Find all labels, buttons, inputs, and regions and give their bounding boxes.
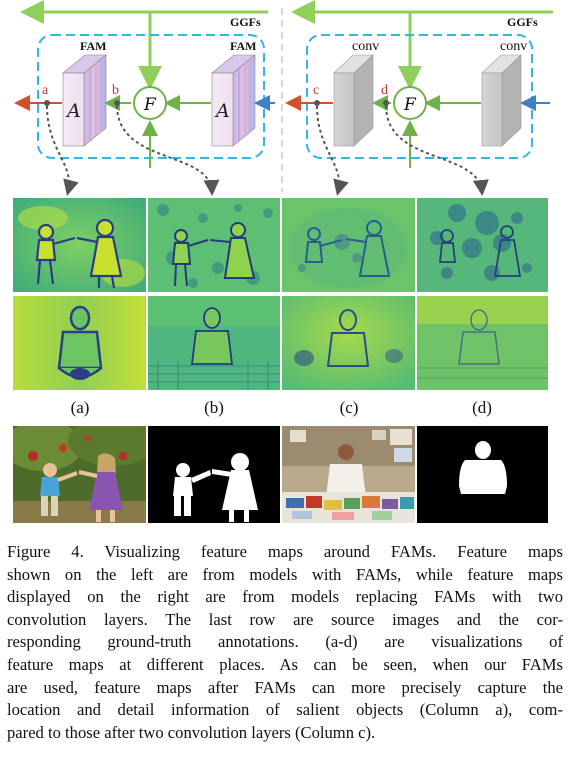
- caption-line-6: feature maps at different places. As can…: [7, 654, 563, 674]
- fam-label-1: FAM: [80, 39, 106, 53]
- ground-truth-man: [417, 426, 548, 523]
- label-a: a: [42, 83, 49, 98]
- feature-map-a-row2: [13, 296, 146, 390]
- caption-line-4: convolution layers. The last row are sou…: [7, 609, 563, 629]
- fuse-symbol-left: F: [143, 95, 157, 115]
- label-d: d: [381, 83, 388, 98]
- architecture-diagram: GGFs A FAM A FAM F a b GGFs: [14, 0, 553, 196]
- caption-line-8: location and detail information of salie…: [7, 700, 563, 720]
- fuse-symbol-right: F: [403, 95, 417, 115]
- conv-label-1: conv: [352, 39, 379, 54]
- fam-block-2: A: [211, 54, 256, 147]
- figure-caption: Figure 4. Visualizing feature maps aroun…: [7, 541, 563, 744]
- caption-line-9: pared to those after two convolution lay…: [7, 722, 376, 742]
- conv-block-1: [333, 54, 374, 147]
- feature-map-d-row1: [417, 198, 548, 292]
- feature-map-a-row1: [13, 198, 146, 292]
- column-label-b: (b): [204, 398, 224, 417]
- ground-truth-children: [148, 426, 280, 523]
- source-photo-children: [13, 426, 146, 523]
- feature-map-b-row1: [148, 198, 280, 292]
- pointer-a: [46, 105, 79, 196]
- column-label-c: (c): [339, 398, 359, 417]
- source-photo-man: [282, 426, 415, 523]
- caption-line-3: displayed on the right are from models r…: [7, 587, 563, 607]
- agg-symbol-1: A: [65, 100, 81, 122]
- ggfs-label-left: GGFs: [230, 15, 261, 29]
- fuse-node-right: [393, 86, 427, 120]
- caption-line-1: Figure 4. Visualizing feature maps aroun…: [7, 542, 563, 561]
- feature-map-c-row1: [282, 198, 415, 292]
- caption-line-5: responding ground-truth annotations. (a-…: [7, 632, 563, 652]
- caption-line-7: are used, feature maps after FAMs can mo…: [7, 677, 563, 697]
- feature-map-b-row2: [148, 296, 280, 390]
- column-label-d: (d): [472, 398, 492, 417]
- pointer-c: [316, 105, 349, 196]
- feature-map-d-row2: [417, 296, 548, 390]
- label-c: c: [313, 83, 319, 98]
- fam-block-1: A: [62, 54, 107, 147]
- caption-line-2: shown on the left are from models with F…: [7, 564, 563, 584]
- feature-map-c-row2: [282, 296, 415, 390]
- point-c: [314, 100, 320, 106]
- point-b: [114, 100, 120, 106]
- fuse-node-left: [133, 86, 167, 120]
- agg-symbol-2: A: [214, 100, 230, 122]
- conv-block-2: [481, 54, 522, 147]
- point-d: [383, 100, 389, 106]
- fam-label-2: FAM: [230, 39, 256, 53]
- conv-label-2: conv: [500, 39, 527, 54]
- ggfs-label-right: GGFs: [507, 15, 538, 29]
- point-a: [44, 100, 50, 106]
- pointer-b: [116, 105, 220, 196]
- pointer-d: [385, 105, 489, 196]
- column-label-a: (a): [70, 398, 90, 417]
- label-b: b: [112, 83, 119, 98]
